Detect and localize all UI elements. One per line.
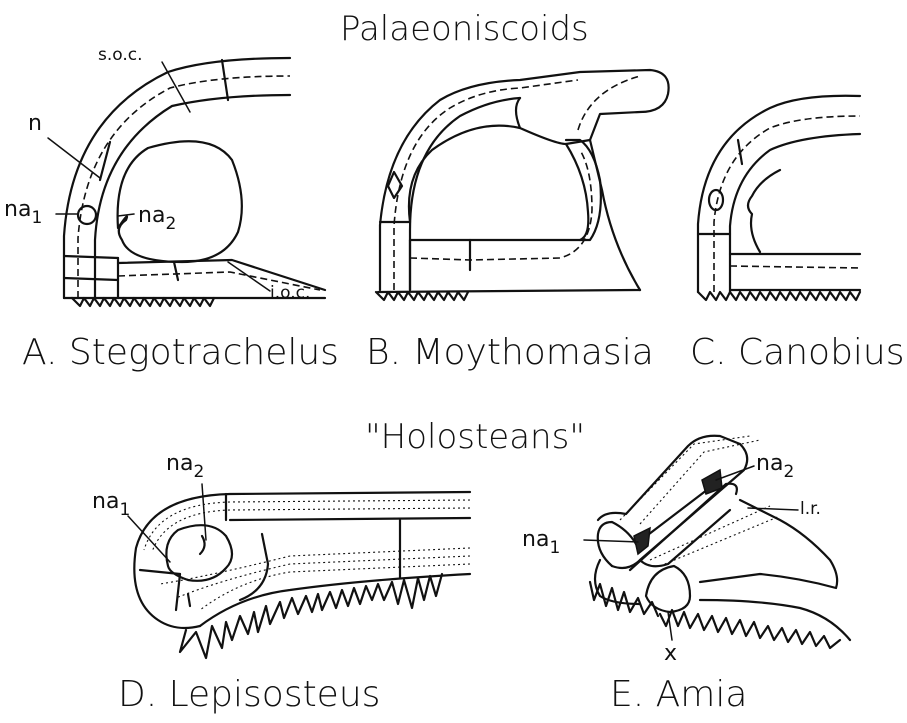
title-holosteans: "Holosteans" — [365, 417, 585, 457]
drawing-stegotrachelus — [48, 58, 325, 306]
label-na2-a: na2 — [138, 203, 176, 234]
label-x: x — [664, 641, 677, 666]
label-na2-d-subscript: 2 — [193, 462, 204, 482]
caption-stegotrachelus: A. Stegotrachelus — [22, 332, 339, 373]
label-na1-d-base: na — [92, 489, 119, 514]
label-na2-e-subscript: 2 — [783, 462, 794, 482]
label-na2-d-base: na — [166, 451, 193, 476]
label-na2-e: na2 — [756, 451, 794, 482]
label-na1-a: na1 — [4, 197, 42, 228]
label-na1-e-subscript: 1 — [549, 538, 560, 558]
label-lr: l.r. — [800, 499, 821, 519]
drawing-lepisosteus — [134, 492, 470, 658]
title-palaeoniscoids: Palaeoniscoids — [340, 9, 589, 49]
label-na2-e-base: na — [756, 451, 783, 476]
leader-na1-e — [584, 540, 638, 542]
label-na2-a-subscript: 2 — [165, 214, 176, 234]
label-na1-d: na1 — [92, 489, 130, 520]
label-na2-d: na2 — [166, 451, 204, 482]
label-na1-e-base: na — [522, 527, 549, 552]
drawing-moythomasia — [376, 70, 669, 300]
label-ioc: i.o.c. — [270, 283, 310, 303]
leader-na2-d — [202, 484, 206, 540]
caption-moythomasia: B. Moythomasia — [366, 332, 654, 373]
label-na2-a-base: na — [138, 203, 165, 228]
caption-lepisosteus: D. Lepisosteus — [118, 674, 380, 715]
caption-amia: E. Amia — [610, 674, 747, 715]
label-n: n — [28, 111, 42, 136]
label-na1-a-base: na — [4, 197, 31, 222]
label-na1-a-subscript: 1 — [31, 208, 42, 228]
leader-lr — [748, 508, 798, 510]
caption-canobius: C. Canobius — [690, 332, 905, 373]
drawing-canobius — [698, 96, 860, 300]
label-soc: s.o.c. — [98, 45, 143, 65]
label-na1-e: na1 — [522, 527, 560, 558]
